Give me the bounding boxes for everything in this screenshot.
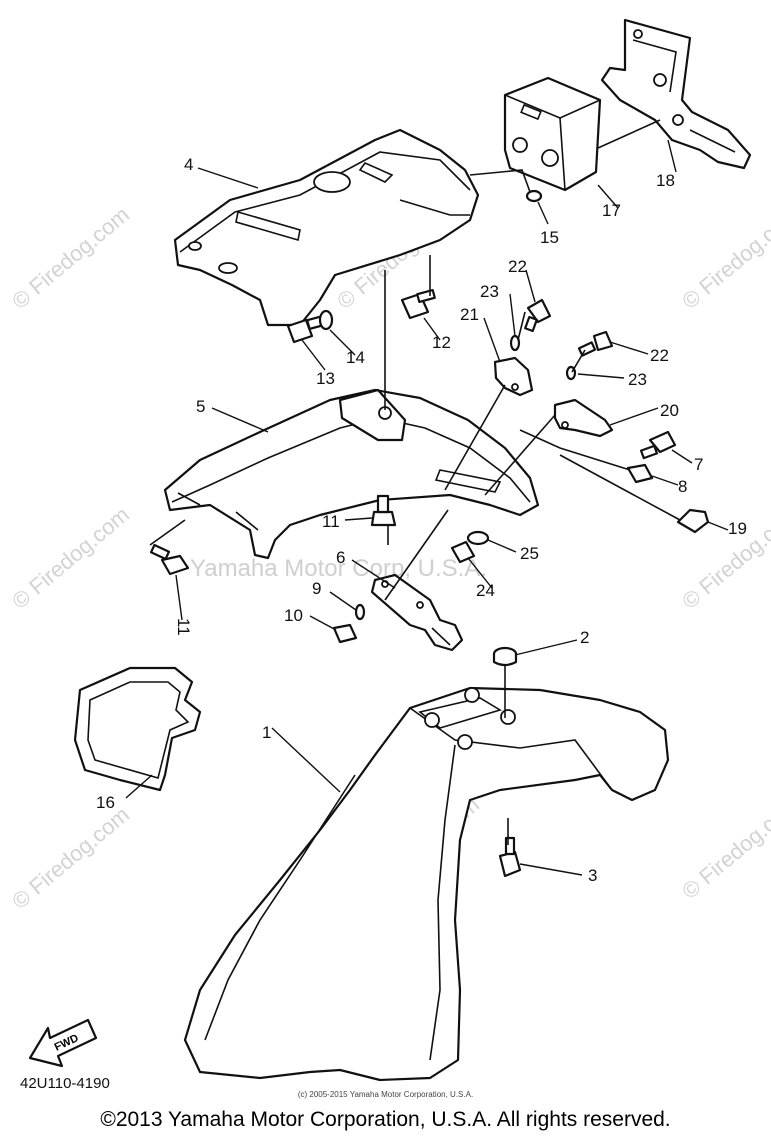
part-18-bracket	[600, 18, 752, 170]
callout-10: 10	[284, 606, 303, 625]
callout-22-right: 22	[650, 346, 669, 365]
callout-20: 20	[660, 401, 679, 420]
callout-14: 14	[346, 348, 365, 367]
watermark-firedog: © Firedog.com	[7, 202, 134, 314]
part-21-bracket	[493, 356, 534, 397]
callout-23-top: 23	[480, 282, 499, 301]
callout-2: 2	[580, 628, 589, 647]
callout-5: 5	[196, 397, 205, 416]
part-6-bracket	[370, 573, 464, 652]
drawing-code: 42U110-4190	[20, 1075, 110, 1092]
callout-7: 7	[694, 455, 703, 474]
callout-16: 16	[96, 793, 115, 812]
watermark-yamaha: Yamaha Motor Corp, U.S.A.	[190, 555, 487, 582]
assembly-lines	[149, 119, 681, 845]
fine-print: (c) 2005-2015 Yamaha Motor Corporation, …	[297, 1090, 474, 1099]
callout-8: 8	[678, 477, 687, 496]
callout-9: 9	[312, 579, 321, 598]
callout-1: 1	[262, 723, 271, 742]
callout-3: 3	[588, 866, 597, 885]
hardware	[149, 189, 710, 878]
callout-13: 13	[316, 369, 335, 388]
part-1-front-fender	[183, 686, 670, 1082]
callout-21: 21	[460, 305, 479, 324]
copyright: ©2013 Yamaha Motor Corporation, U.S.A. A…	[100, 1108, 671, 1131]
part-16-flap	[73, 666, 202, 792]
callout-23-right: 23	[628, 370, 647, 389]
part-4-upper-cover	[173, 128, 480, 327]
callouts: 4 5 1 2 3 6 7 8 9 10 11 11 12 13 14 15 1…	[96, 155, 747, 885]
callout-22-top: 22	[508, 257, 527, 276]
callout-19: 19	[728, 519, 747, 538]
callout-25: 25	[520, 544, 539, 563]
part-17-block	[503, 76, 602, 192]
watermark-firedog: © Firedog.com	[7, 502, 134, 614]
watermark-firedog: © Firedog.com	[7, 802, 134, 914]
leader-lines	[125, 139, 729, 876]
callout-17: 17	[602, 201, 621, 220]
part-5-middle-fender	[163, 388, 540, 560]
callout-18: 18	[656, 171, 675, 190]
callout-4: 4	[184, 155, 193, 174]
callout-11-left: 11	[174, 618, 193, 636]
callout-11-middle: 11	[322, 512, 340, 531]
callout-24: 24	[476, 581, 495, 600]
callout-12: 12	[432, 333, 451, 352]
callout-6: 6	[336, 548, 345, 567]
watermark-firedog: © Firedog.com	[677, 792, 771, 904]
callout-15: 15	[540, 228, 559, 247]
fwd-arrow: FWD	[28, 1018, 98, 1068]
part-20-bracket	[553, 398, 614, 438]
watermark-firedog: © Firedog.com	[677, 202, 771, 314]
